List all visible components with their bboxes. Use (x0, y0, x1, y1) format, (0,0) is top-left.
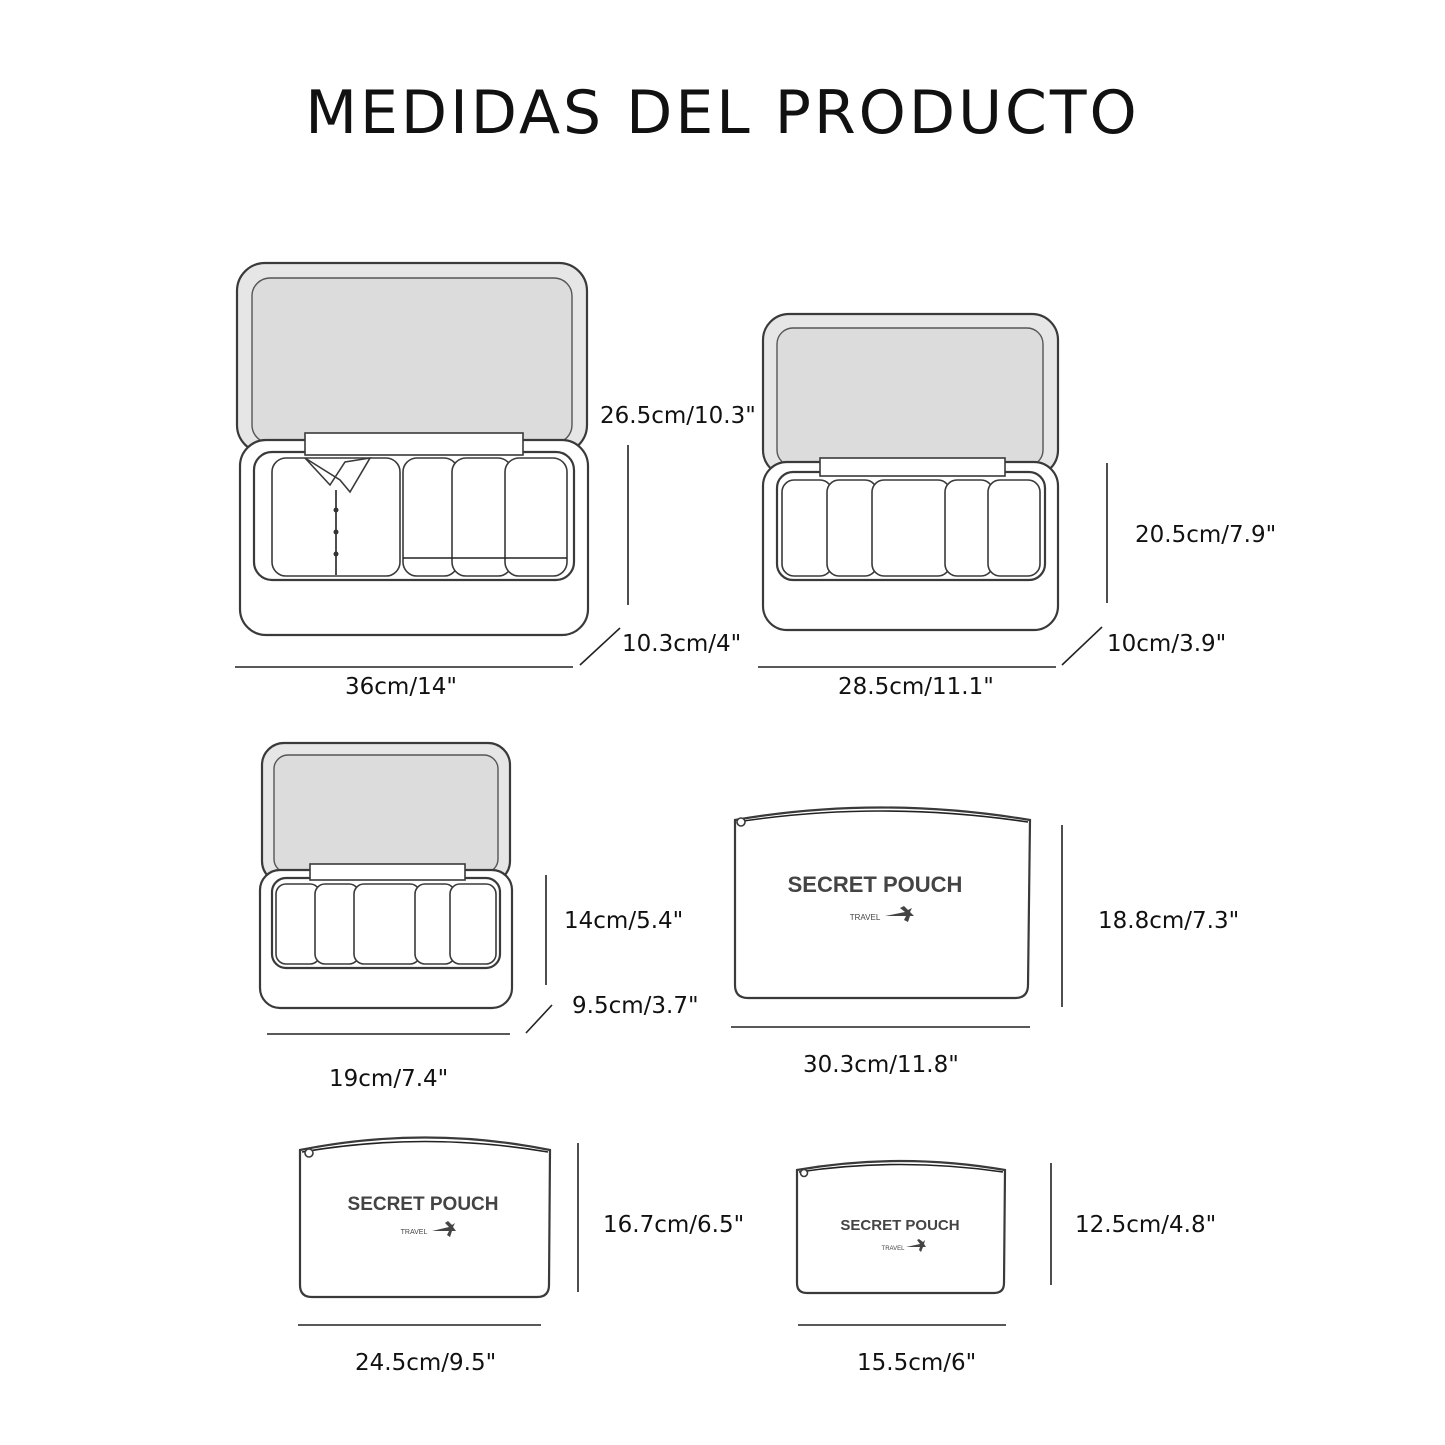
medium-box-height-label: 20.5cm/7.9" (1135, 522, 1277, 548)
medium-box-width-label: 28.5cm/11.1" (838, 674, 994, 700)
small-pouch-illustration: SECRET POUCH TRAVEL (795, 1159, 1007, 1295)
plane-icon (885, 906, 914, 922)
large-pouch-sub: TRAVEL (850, 913, 881, 922)
medium-pouch-width-label: 24.5cm/9.5" (355, 1350, 497, 1376)
large-organizer-dimension-lines (235, 445, 629, 668)
large-box-depth-label: 10.3cm/4" (622, 631, 742, 657)
medium-pouch-height-label: 16.7cm/6.5" (603, 1212, 745, 1238)
small-pouch-sub: TRAVEL (882, 1246, 906, 1252)
small-organizer-illustration (258, 741, 514, 1010)
medium-pouch-illustration: SECRET POUCH TRAVEL (298, 1136, 552, 1299)
large-pouch-height-label: 18.8cm/7.3" (1098, 908, 1240, 934)
small-pouch-dimension-lines (798, 1163, 1052, 1326)
large-box-width-label: 36cm/14" (345, 674, 457, 700)
large-pouch-brand: SECRET POUCH (788, 872, 963, 897)
small-pouch-width-label: 15.5cm/6" (857, 1350, 977, 1376)
medium-pouch-brand: SECRET POUCH (348, 1194, 499, 1215)
small-box-depth-label: 9.5cm/3.7" (572, 993, 699, 1019)
medium-box-depth-label: 10cm/3.9" (1107, 631, 1227, 657)
small-box-width-label: 19cm/7.4" (329, 1066, 449, 1092)
plane-icon (432, 1221, 456, 1237)
large-pouch-width-label: 30.3cm/11.8" (803, 1052, 959, 1078)
page-title: MEDIDAS DEL PRODUCTO (305, 78, 1140, 148)
small-pouch-height-label: 12.5cm/4.8" (1075, 1212, 1217, 1238)
small-pouch-brand: SECRET POUCH (840, 1217, 959, 1234)
plane-icon (906, 1239, 926, 1252)
large-pouch-dimension-lines (731, 825, 1063, 1028)
large-organizer-illustration (235, 261, 590, 637)
large-box-height-label: 26.5cm/10.3" (600, 403, 756, 429)
small-organizer-dimension-lines (267, 875, 553, 1035)
large-pouch-illustration: SECRET POUCH TRAVEL (733, 806, 1032, 1000)
medium-organizer-dimension-lines (758, 463, 1108, 668)
medium-organizer-illustration (761, 312, 1060, 632)
medium-pouch-dimension-lines (298, 1143, 579, 1326)
small-box-height-label: 14cm/5.4" (564, 908, 684, 934)
medium-pouch-sub: TRAVEL (401, 1229, 428, 1236)
